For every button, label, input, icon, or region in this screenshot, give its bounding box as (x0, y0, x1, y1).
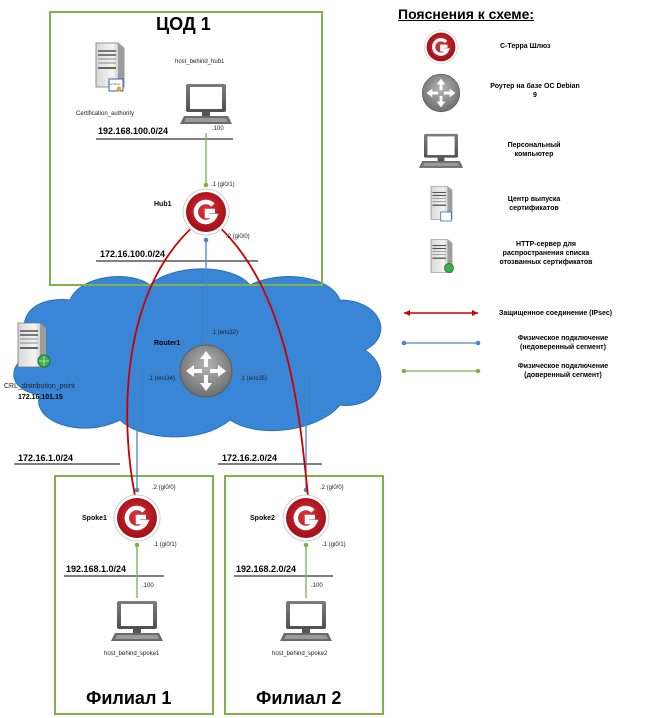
ca-label: Certification_authority (76, 111, 135, 117)
port-dot (134, 542, 140, 548)
hub-gi01-label: .1 (gi0/1) (211, 182, 235, 188)
hub-gateway-icon[interactable] (183, 189, 229, 235)
spoke2-gi00-label: .2 (gi0/0) (320, 485, 344, 491)
legend-pc-text: Персональный компьютер (507, 142, 561, 158)
spoke1-gi01-label: .1 (gi0/1) (153, 542, 177, 548)
branch1-zone-title: Филиал 1 (86, 688, 172, 708)
legend-http-text: HTTP-сервер для распространения списка о… (499, 241, 593, 266)
port-dot (203, 237, 209, 243)
host-spoke1-label: host_behind_spoke1 (104, 651, 160, 657)
host-hub-pc-icon[interactable] (180, 84, 232, 124)
legend-gateway-text: С-Терра Шлюз (500, 43, 551, 50)
legend-pc-icon (418, 133, 464, 168)
branch2-zone-box (224, 475, 384, 715)
legend-ipsec-text: Защищенное соединение (IPsec) (499, 310, 613, 317)
legend-ca-text: Центр выпуска сертификатов (507, 196, 561, 212)
router-ens32-label: .1 (ens32) (211, 330, 239, 336)
legend-untrusted-text: Физическое подключение (недоверенный сег… (517, 335, 609, 351)
legend-untrusted-line (401, 340, 481, 346)
hub-wan-subnet: 172.16.100.0/24 (100, 249, 166, 259)
host-spoke2-label: host_behind_spoke2 (272, 651, 328, 657)
branch1-wan-subnet: 172.16.1.0/24 (18, 453, 74, 463)
hub-zone-title: ЦОД 1 (156, 14, 211, 34)
branch2-lan-subnet: 192.168.2.0/24 (236, 564, 297, 574)
legend-trusted-text: Физическое подключение (доверенный сегме… (517, 363, 609, 379)
router-label: Router1 (154, 340, 181, 347)
ca-cert-label: sertificat (109, 82, 121, 86)
legend-ipsec-line (404, 310, 478, 316)
spoke1-label: Spoke1 (82, 515, 107, 522)
branch1-lan-subnet: 192.168.1.0/24 (66, 564, 127, 574)
branch1-zone-box (54, 475, 214, 715)
legend-trusted-line (401, 368, 481, 374)
legend-gateway-icon (422, 28, 460, 66)
branch2-wan-subnet: 172.16.2.0/24 (222, 453, 278, 463)
branch2-zone-title: Филиал 2 (256, 688, 342, 708)
crl-ip-label: 172.16.101.15 (18, 394, 63, 401)
ipsec-tunnel-spoke1 (126, 223, 197, 497)
crl-server-icon[interactable] (17, 322, 51, 368)
spoke1-gi00-label: .2 (gi0/0) (152, 485, 176, 491)
router-ens35-label: .1 (ens35) (240, 376, 268, 382)
hub-zone-box (49, 11, 323, 286)
legend-router-text: Роутер на базе ОС Debian 9 (490, 83, 580, 99)
port-dot (203, 182, 209, 188)
router-icon[interactable] (179, 344, 233, 398)
router-ens34-label: .1 (ens34) (148, 376, 176, 382)
ca-server-icon[interactable] (95, 42, 125, 92)
host-spoke1-pc-icon[interactable] (111, 601, 163, 641)
host-hub-ip: .100 (212, 126, 224, 132)
crl-label: CRL_distribution_point (4, 383, 75, 390)
link-router-spoke1 (136, 370, 180, 490)
host-hub-label: host_behind_hub1 (175, 59, 225, 65)
spoke2-label: Spoke2 (250, 515, 275, 522)
legend-ca-icon (430, 185, 453, 222)
link-router-spoke2 (232, 370, 307, 490)
host-spoke1-ip: .100 (142, 583, 154, 589)
port-dot (203, 337, 209, 343)
port-dot (303, 542, 309, 548)
legend-title: Пояснения к схеме: (398, 6, 535, 22)
ipsec-tunnel-spoke2 (215, 223, 309, 497)
spoke2-gi01-label: .1 (gi0/1) (322, 542, 346, 548)
host-spoke2-pc-icon[interactable] (280, 601, 332, 641)
hub-label: Hub1 (154, 201, 172, 208)
hub-lan-subnet: 192.168.100.0/24 (98, 126, 169, 136)
spoke1-gateway-icon[interactable] (114, 495, 160, 541)
spoke2-gateway-icon[interactable] (283, 495, 329, 541)
legend-router-icon (421, 73, 461, 113)
port-dot (134, 487, 140, 493)
hub-gi00-label: .2 (gi0/0) (226, 234, 250, 240)
host-spoke2-ip: .100 (311, 583, 323, 589)
legend-http-server-icon (430, 238, 454, 274)
